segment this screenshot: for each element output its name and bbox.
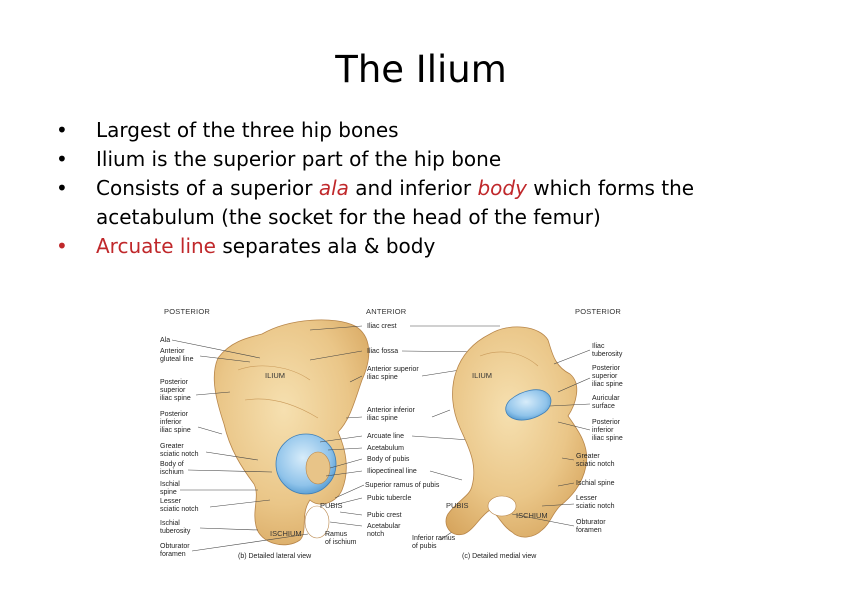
bullet-dot: •: [56, 147, 68, 171]
label: Auricular: [592, 395, 620, 402]
bullet-text: Consists of a superior: [96, 176, 319, 200]
bullet-list: • Largest of the three hip bones • Ilium…: [56, 116, 816, 261]
bone-label-ilium-medial: ILIUM: [472, 371, 492, 380]
label: Iliac fossa: [367, 348, 398, 355]
label: gluteal line: [160, 356, 194, 363]
label: Obturator: [576, 519, 606, 526]
caption-medial: (c) Detailed medial view: [462, 553, 537, 560]
label: Anterior superior: [367, 366, 419, 373]
label: Iliac crest: [367, 323, 397, 330]
label: foramen: [576, 527, 602, 534]
label: superior: [592, 373, 618, 380]
bullet-text: and inferior: [348, 176, 478, 200]
label: Iliopectineal line: [367, 468, 417, 475]
label: inferior: [160, 419, 182, 426]
label: Acetabular: [367, 523, 401, 530]
label: Ischial: [160, 520, 180, 527]
label: Lesser: [160, 498, 182, 505]
label: iliac spine: [160, 427, 191, 434]
label: Inferior ramus: [412, 535, 456, 542]
term-body: body: [477, 176, 527, 200]
label: Iliac: [592, 343, 605, 350]
label: Body of pubis: [367, 456, 410, 463]
label: of pubis: [412, 543, 437, 550]
bullet-text: Ilium is the superior part of the hip bo…: [96, 147, 502, 171]
bullet-dot: •: [56, 234, 68, 258]
label: Ala: [160, 337, 170, 344]
medial-view-bone: ILIUM PUBIS ISCHIUM: [445, 326, 588, 538]
label: Ischial: [160, 481, 180, 488]
label: Body of: [160, 461, 184, 468]
label: Greater: [160, 443, 184, 450]
bullet-item: • Arcuate line separates ala & body: [56, 232, 816, 261]
auricular-surface-blue: [505, 389, 552, 421]
label: ischium: [160, 469, 184, 476]
label: Arcuate line: [367, 433, 404, 440]
caption-lateral: (b) Detailed lateral view: [238, 553, 312, 560]
header-posterior-right: POSTERIOR: [575, 307, 621, 316]
label: of ischium: [325, 539, 357, 546]
label: Ischial spine: [576, 480, 615, 487]
label: superior: [160, 387, 186, 394]
bone-label-ischium-medial: ISCHIUM: [516, 511, 548, 520]
label: Greater: [576, 453, 600, 460]
label: Anterior: [160, 348, 185, 355]
label: sciatic notch: [160, 506, 199, 513]
label: Acetabulum: [367, 445, 404, 452]
label: sciatic notch: [160, 451, 199, 458]
lateral-view-bone: ILIUM PUBIS ISCHIUM: [213, 319, 370, 546]
label: spine: [160, 489, 177, 496]
label: iliac spine: [592, 381, 623, 388]
term-ala: ala: [318, 176, 349, 200]
label: Posterior: [160, 411, 189, 418]
bone-label-ischium: ISCHIUM: [270, 529, 302, 538]
label: iliac spine: [367, 374, 398, 381]
label: Obturator: [160, 543, 190, 550]
label: Posterior: [592, 365, 621, 372]
label: Pubic crest: [367, 512, 402, 519]
bullet-text: separates ala & body: [216, 234, 436, 258]
bullet-text: Largest of the three hip bones: [96, 118, 399, 142]
left-labels: Ala Anterior gluteal line Posterior supe…: [160, 337, 309, 558]
label: Anterior inferior: [367, 407, 416, 414]
label: Posterior: [160, 379, 189, 386]
label: tuberosity: [160, 528, 191, 535]
label: iliac spine: [160, 395, 191, 402]
slide-title: The Ilium: [335, 48, 507, 91]
center-labels: Iliac crest Iliac fossa Anterior superio…: [309, 323, 500, 550]
term-arcuate-line: Arcuate line: [96, 234, 216, 258]
bullet-item: • Consists of a superior ala and inferio…: [56, 174, 816, 232]
bullet-item: • Ilium is the superior part of the hip …: [56, 145, 816, 174]
bullet-text: which forms the acetabulum (the socket f…: [96, 176, 695, 229]
bullet-item: • Largest of the three hip bones: [56, 116, 816, 145]
label: Posterior: [592, 419, 621, 426]
obturator-foramen: [304, 505, 330, 539]
label: sciatic notch: [576, 503, 615, 510]
bone-label-pubis-medial: PUBIS: [446, 501, 469, 510]
label: notch: [367, 531, 384, 538]
label: inferior: [592, 427, 614, 434]
label: foramen: [160, 551, 186, 558]
header-anterior: ANTERIOR: [366, 307, 407, 316]
label: Ramus: [325, 531, 348, 538]
right-labels: Iliac tuberosity Posterior superior ilia…: [511, 343, 623, 534]
bullet-dot: •: [56, 118, 68, 142]
label: Superior ramus of pubis: [365, 482, 440, 489]
label: sciatic notch: [576, 461, 615, 468]
label: surface: [592, 403, 615, 410]
header-posterior-left: POSTERIOR: [164, 307, 210, 316]
label: iliac spine: [367, 415, 398, 422]
label: tuberosity: [592, 351, 623, 358]
label: Pubic tubercle: [367, 495, 411, 502]
bullet-dot: •: [56, 176, 68, 200]
hip-bone-figure: POSTERIOR ANTERIOR POSTERIOR ILIUM PUBIS…: [160, 307, 623, 560]
label: iliac spine: [592, 435, 623, 442]
label: Lesser: [576, 495, 598, 502]
bone-label-ilium: ILIUM: [265, 371, 285, 380]
